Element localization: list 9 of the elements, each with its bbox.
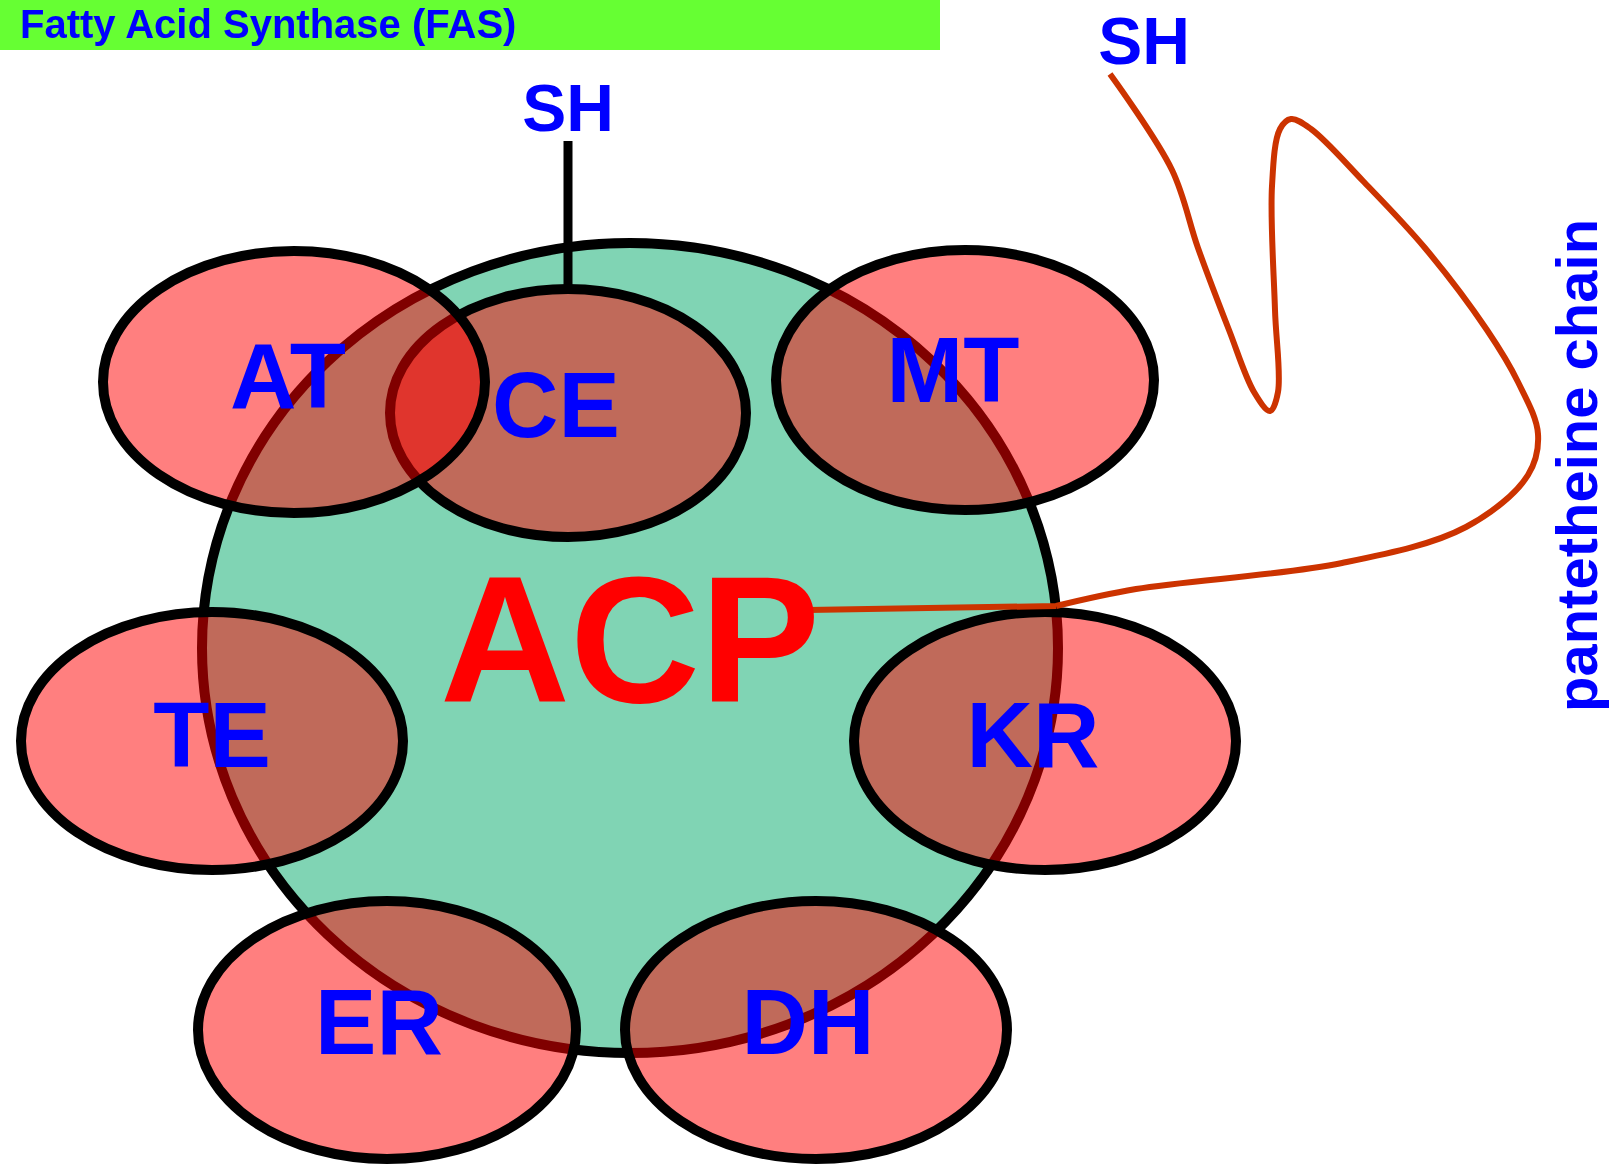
carrier-protein-label: ACP (440, 550, 820, 730)
thiol-group-label: SH (522, 75, 614, 141)
domain-label: MT (886, 324, 1020, 416)
thiol-group-label: SH (1098, 8, 1190, 74)
domain-label: ER (315, 976, 443, 1068)
domain-label: AT (230, 330, 346, 422)
domain-label: DH (741, 976, 875, 1068)
domain-label: CE (492, 359, 620, 451)
title: Fatty Acid Synthase (FAS) (20, 4, 517, 44)
